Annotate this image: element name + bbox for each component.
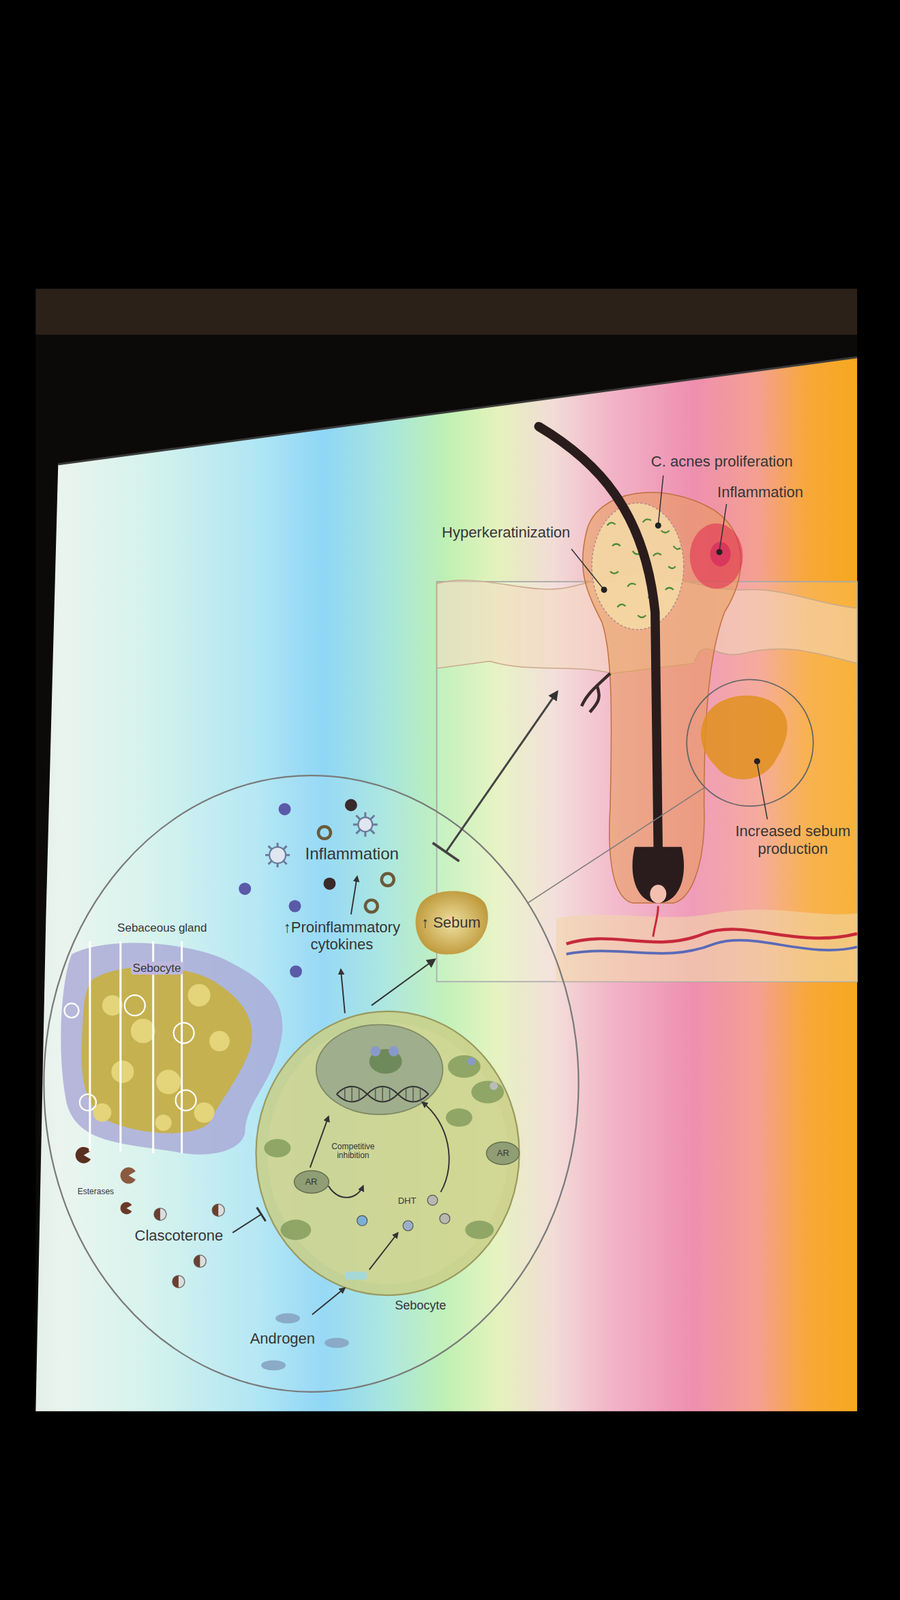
text-label: DHT bbox=[398, 1195, 417, 1207]
label-anchor: Sebocyte bbox=[130, 961, 184, 975]
text-label: Competitive inhibition bbox=[327, 1142, 379, 1160]
androgen-receptor: AR bbox=[485, 1140, 521, 1166]
esterases bbox=[75, 1146, 136, 1215]
clascoterone-molecules bbox=[154, 1203, 225, 1288]
label-anchor: C. acnes proliferation bbox=[651, 452, 793, 470]
node-text: Sebocyte bbox=[394, 1298, 446, 1313]
label-anchor: Inflammation bbox=[717, 483, 804, 501]
label-anchor: ↑Proinflammatory cytokines bbox=[270, 918, 414, 954]
cell-shape bbox=[252, 1005, 523, 1301]
text-label: ↑Proinflammatory cytokines bbox=[270, 918, 414, 954]
label-anchor: Esterases bbox=[77, 1187, 114, 1197]
text-label: Hyperkeratinization bbox=[441, 523, 570, 541]
text-label: C. acnes proliferation bbox=[651, 452, 793, 470]
label-anchor: Androgen bbox=[250, 1329, 315, 1347]
flow-arrow bbox=[371, 959, 435, 1005]
text-label: Sebocyte bbox=[130, 961, 184, 975]
text-label: Androgen bbox=[250, 1329, 315, 1347]
text-label: Inflammation bbox=[304, 844, 399, 864]
sebocyte-cell: SebocyteARAR bbox=[252, 1005, 523, 1301]
text-label: Clascoterone bbox=[135, 1226, 224, 1244]
node-text: AR bbox=[304, 1176, 318, 1188]
label-anchor: Hyperkeratinization bbox=[441, 523, 570, 541]
node-text: ↑ Sebum bbox=[421, 913, 481, 931]
label-anchor: DHT bbox=[398, 1195, 417, 1207]
node-text: AR bbox=[497, 1148, 510, 1159]
label-anchor: Inflammation bbox=[304, 844, 399, 864]
text-label: Inflammation bbox=[717, 483, 804, 501]
sebum-blob: ↑ Sebum bbox=[410, 885, 493, 960]
text-label: Esterases bbox=[77, 1187, 114, 1197]
gland-shape bbox=[59, 918, 292, 1159]
text-label: Increased sebum production bbox=[726, 822, 860, 858]
androgen-receptor: AR bbox=[293, 1169, 330, 1194]
label-anchor: Clascoterone bbox=[135, 1226, 224, 1244]
node-text: Sebaceous gland bbox=[117, 921, 207, 935]
zoom-circle bbox=[43, 691, 704, 1391]
label-anchor: Competitive inhibition bbox=[327, 1142, 379, 1160]
sebaceous-gland: Sebaceous gland bbox=[59, 918, 292, 1159]
label-anchor: Increased sebum production bbox=[726, 822, 860, 858]
